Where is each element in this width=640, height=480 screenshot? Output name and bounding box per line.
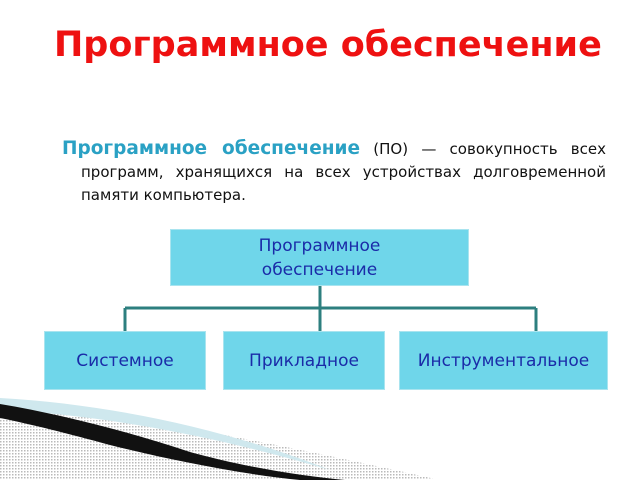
diagram-node-instrumental: Инструментальное <box>399 331 608 390</box>
swoosh-light-band <box>0 398 330 470</box>
diagram-node-instrumental-label: Инструментальное <box>417 350 590 371</box>
definition-term: Программное обеспечение <box>62 138 361 159</box>
definition-paragraph: Программное обеспечение (ПО) — совокупно… <box>62 137 606 207</box>
diagram-node-application: Прикладное <box>223 331 385 390</box>
swoosh-hatched-band <box>0 404 440 480</box>
diagram-node-system-label: Системное <box>76 350 174 371</box>
diagram-root-node: Программное обеспечение <box>170 229 469 286</box>
diagram-root-label: Программное обеспечение <box>258 235 381 280</box>
definition-text: — совокупность всех программ, хранящихся… <box>81 140 606 204</box>
definition-abbreviation: (ПО) <box>373 140 409 158</box>
diagram-node-application-label: Прикладное <box>249 350 359 371</box>
swoosh-dark-band <box>0 404 345 480</box>
slide-title: Программное обеспечение <box>54 25 602 65</box>
diagram-node-system: Системное <box>44 331 206 390</box>
